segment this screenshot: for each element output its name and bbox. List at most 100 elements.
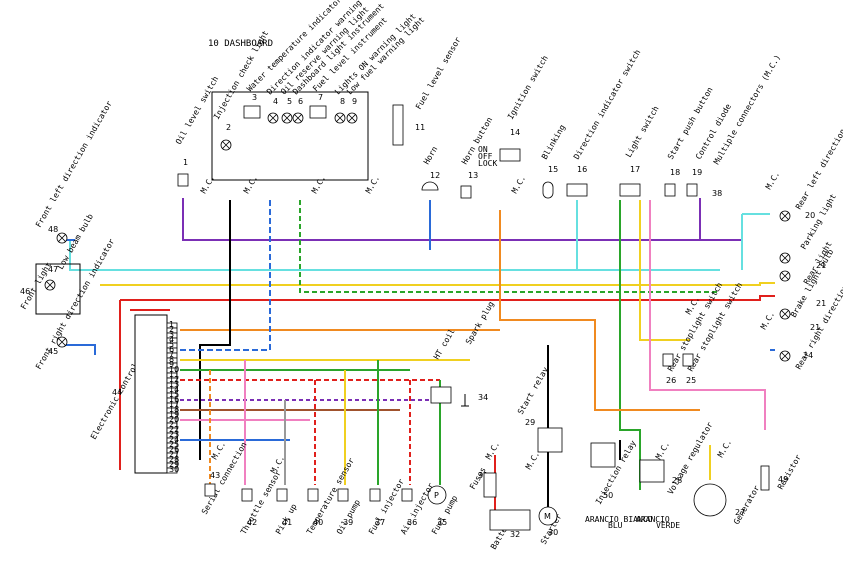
bulb-cross-icon-24	[781, 352, 789, 360]
ecu-pin-11: 11	[169, 370, 179, 379]
part-number-16: 16	[577, 165, 587, 174]
part-label-39: Oil pump	[335, 498, 362, 536]
color-key-3: VERDE	[656, 521, 680, 530]
bulb-cross-icon-6	[294, 114, 302, 122]
part-label-43: Serial connection	[200, 440, 249, 516]
wire-pink	[649, 200, 766, 430]
wire-black	[199, 200, 231, 460]
part-number-36: 36	[407, 518, 417, 527]
bulb-cross-icon-21b	[781, 272, 789, 280]
part-number-41: 41	[282, 518, 292, 527]
part-number-49: 49	[778, 475, 788, 484]
wire-yellow-sw	[639, 200, 690, 341]
motor-letter-30: M	[544, 512, 551, 521]
front-light-box	[35, 263, 81, 315]
part-number-29: 29	[525, 418, 535, 427]
part-label-1: Oil level switch	[174, 75, 220, 146]
mc-label-4: M.C.	[510, 174, 527, 195]
ecu-pin-1: 1	[169, 320, 174, 329]
ecu-pin-28: 28	[169, 455, 179, 464]
ecu-pin-17: 17	[169, 400, 179, 409]
battery-icon-32	[489, 509, 531, 531]
ecu-pin-16: 16	[169, 395, 179, 404]
part-number-21b: 21	[816, 299, 826, 308]
wire-cyan-rear	[741, 213, 770, 270]
ecu-pin-9: 9	[169, 360, 174, 369]
bulb-cross-icon-45	[58, 338, 66, 346]
part-number-27: 27	[735, 508, 745, 517]
part-label-41: Pick up	[274, 502, 299, 536]
part-number-15: 15	[548, 165, 558, 174]
part-number-43: 43	[210, 471, 220, 480]
part-number-12: 12	[430, 171, 440, 180]
part-number-44: 44	[112, 388, 122, 397]
ecu-pin-24: 24	[169, 435, 179, 444]
bulb-cross-icon-4	[269, 114, 277, 122]
horn-icon-12	[421, 181, 439, 191]
ecu-pin-8: 8	[169, 355, 174, 364]
coil-icon-33	[430, 386, 452, 404]
part-number-21: 21	[816, 261, 826, 270]
part-number-14: 14	[510, 128, 520, 137]
ecu-pin-7: 7	[169, 350, 174, 359]
part-number-37: 37	[375, 518, 385, 527]
fuse-icon-31	[483, 472, 497, 498]
mc-label-5: M.C.	[764, 170, 781, 191]
bulb-cross-icon-47	[46, 281, 54, 289]
ecu-pin-14: 14	[169, 385, 179, 394]
sensor-icon-11	[392, 104, 404, 146]
part-number-13: 13	[468, 171, 478, 180]
ecu-pin-12: 12	[169, 375, 179, 384]
part-number-5: 5	[287, 97, 292, 106]
wire-green-bus	[299, 200, 720, 293]
bulb-cross-icon-2	[222, 141, 230, 149]
pump-letter-35: P	[434, 491, 439, 500]
switch-icon-17	[619, 183, 641, 197]
pump-icon-35	[427, 485, 447, 505]
instrument-icon-3	[243, 105, 261, 119]
lock-label-1: OFF	[478, 152, 493, 161]
connector-icon-36	[401, 488, 413, 502]
ecu-pin-2: 2	[169, 325, 174, 334]
part-label-48: Front left direction indicator	[34, 99, 114, 229]
part-number-21c: 21	[810, 323, 820, 332]
ecu-pin-6: 6	[169, 345, 174, 354]
part-number-31: 31	[478, 471, 488, 480]
part-number-47: 47	[48, 265, 58, 274]
part-number-8: 8	[340, 97, 345, 106]
part-number-46: 46	[20, 287, 30, 296]
ecu-pin-box-30	[166, 467, 178, 474]
relay-icon-29	[537, 427, 563, 453]
bulb-cross-icon-9	[348, 114, 356, 122]
regulator-icon-28	[639, 459, 665, 483]
mc-label-11: M.C.	[716, 438, 733, 459]
connector-icon-1	[177, 173, 189, 187]
connector-icon-43	[204, 483, 216, 497]
motor-icon-30	[538, 506, 558, 526]
mc-label-7: M.C.	[759, 310, 776, 331]
color-key-0: ARANCIO BIANCO	[585, 515, 653, 524]
wire-purple-rear	[700, 214, 743, 241]
part-label-49: Resistor	[776, 453, 803, 491]
bulb-cross-icon-21	[781, 254, 789, 262]
part-label-20: Rear left direction indicator	[794, 85, 843, 211]
part-number-48: 48	[48, 225, 58, 234]
part-number-7: 7	[318, 93, 323, 102]
ecu-pin-22: 22	[169, 425, 179, 434]
bulb-cross-icon-8	[336, 114, 344, 122]
part-number-32: 32	[510, 530, 520, 539]
mc-label-9: M.C.	[524, 450, 541, 471]
part-number-18: 18	[670, 168, 680, 177]
ecu-pin-18: 18	[169, 405, 179, 414]
ecu-pin-4: 4	[169, 335, 174, 344]
ecu-pin-20: 20	[169, 415, 179, 424]
wire-red-main	[119, 295, 775, 470]
part-number-1: 1	[183, 158, 188, 167]
part-number-40: 40	[313, 518, 323, 527]
connector-icon-26	[662, 353, 674, 367]
ecu-pin-19: 19	[169, 410, 179, 419]
part-number-39: 39	[343, 518, 353, 527]
part-label-37: Fuel injector	[367, 477, 406, 536]
wire-purple-bus	[182, 198, 701, 241]
